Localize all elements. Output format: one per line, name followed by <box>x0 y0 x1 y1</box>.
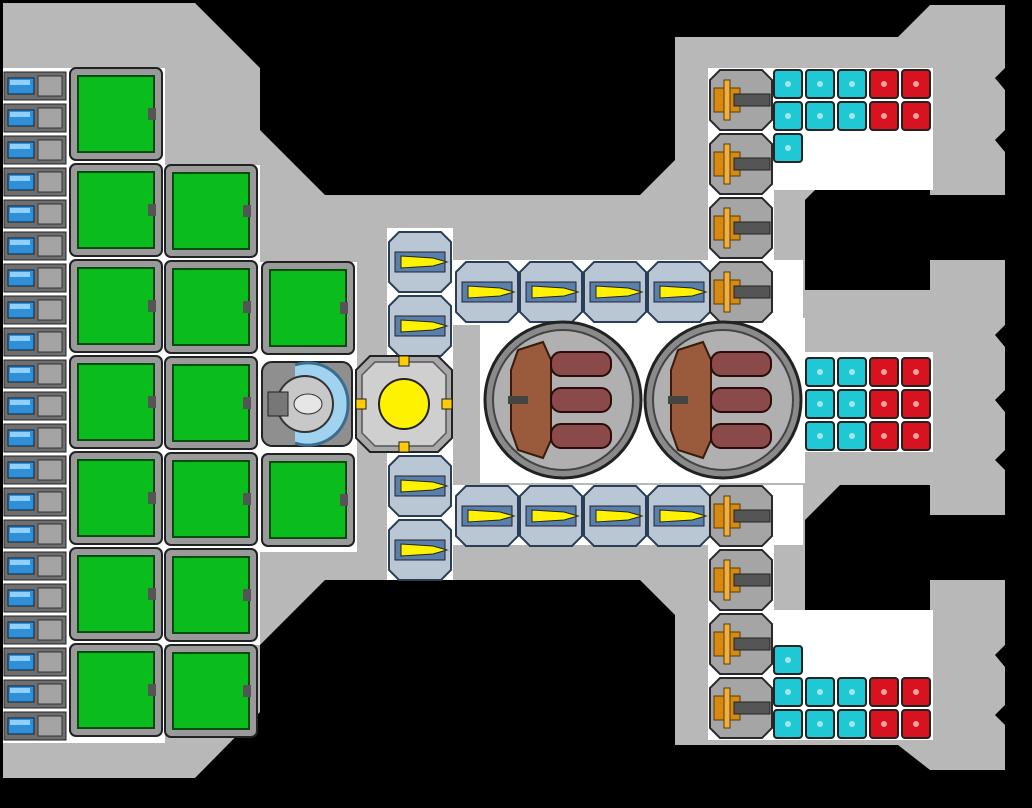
missile-launcher[interactable] <box>583 261 647 323</box>
red-block[interactable] <box>901 69 931 99</box>
red-block[interactable] <box>869 69 899 99</box>
red-block[interactable] <box>869 709 899 739</box>
cyan-block[interactable] <box>773 101 803 131</box>
fuel-tank[interactable] <box>69 163 163 257</box>
cyan-block[interactable] <box>837 101 867 131</box>
left-thruster[interactable] <box>3 615 67 645</box>
fuel-tank[interactable] <box>69 355 163 449</box>
left-thruster[interactable] <box>3 455 67 485</box>
missile-launcher[interactable] <box>388 519 452 581</box>
side-thruster[interactable] <box>709 133 773 195</box>
left-thruster[interactable] <box>3 679 67 709</box>
side-thruster[interactable] <box>709 485 773 547</box>
left-thruster[interactable] <box>3 231 67 261</box>
fuel-tank[interactable] <box>69 451 163 545</box>
left-thruster[interactable] <box>3 71 67 101</box>
left-thruster[interactable] <box>3 487 67 517</box>
fuel-tank[interactable] <box>69 547 163 641</box>
cyan-block[interactable] <box>805 69 835 99</box>
cyan-block[interactable] <box>805 709 835 739</box>
left-thruster[interactable] <box>3 199 67 229</box>
red-block[interactable] <box>869 389 899 419</box>
side-thruster[interactable] <box>709 261 773 323</box>
red-block[interactable] <box>901 709 931 739</box>
cyan-block[interactable] <box>837 357 867 387</box>
cyan-block[interactable] <box>805 357 835 387</box>
left-thruster[interactable] <box>3 647 67 677</box>
red-block[interactable] <box>901 357 931 387</box>
cyan-block[interactable] <box>773 645 803 675</box>
cyan-block[interactable] <box>837 709 867 739</box>
missile-launcher[interactable] <box>647 261 711 323</box>
cyan-block[interactable] <box>773 709 803 739</box>
cyan-block[interactable] <box>773 677 803 707</box>
left-thruster[interactable] <box>3 103 67 133</box>
side-thruster[interactable] <box>709 677 773 739</box>
missile-launcher[interactable] <box>388 455 452 517</box>
fuel-tank[interactable] <box>69 259 163 353</box>
left-thruster[interactable] <box>3 423 67 453</box>
missile-launcher[interactable] <box>519 261 583 323</box>
side-thruster[interactable] <box>709 549 773 611</box>
left-thruster[interactable] <box>3 295 67 325</box>
missile-launcher[interactable] <box>647 485 711 547</box>
left-thruster[interactable] <box>3 583 67 613</box>
fuel-tank[interactable] <box>261 261 355 355</box>
cyan-block[interactable] <box>837 421 867 451</box>
fuel-tank[interactable] <box>69 67 163 161</box>
cyan-block[interactable] <box>805 421 835 451</box>
left-thruster[interactable] <box>3 135 67 165</box>
left-thruster[interactable] <box>3 359 67 389</box>
cyan-block[interactable] <box>773 69 803 99</box>
cyan-block[interactable] <box>805 101 835 131</box>
left-thruster[interactable] <box>3 167 67 197</box>
fuel-tank[interactable] <box>164 260 258 354</box>
red-block[interactable] <box>869 421 899 451</box>
red-block[interactable] <box>901 101 931 131</box>
missile-launcher[interactable] <box>519 485 583 547</box>
fuel-tank[interactable] <box>261 453 355 547</box>
missile-launcher[interactable] <box>455 485 519 547</box>
cyan-block[interactable] <box>805 389 835 419</box>
side-thruster[interactable] <box>709 613 773 675</box>
left-thruster[interactable] <box>3 711 67 741</box>
cyan-block[interactable] <box>837 677 867 707</box>
missile-launcher[interactable] <box>583 485 647 547</box>
missile-launcher[interactable] <box>388 295 452 357</box>
fuel-tank[interactable] <box>164 164 258 258</box>
reactor[interactable] <box>483 320 643 480</box>
reactor[interactable] <box>643 320 803 480</box>
fuel-tank[interactable] <box>164 644 258 738</box>
left-thruster[interactable] <box>3 551 67 581</box>
fuel-tank[interactable] <box>164 548 258 642</box>
left-thruster[interactable] <box>3 519 67 549</box>
red-block[interactable] <box>901 677 931 707</box>
red-block[interactable] <box>901 421 931 451</box>
side-thruster[interactable] <box>709 197 773 259</box>
red-block[interactable] <box>869 101 899 131</box>
red-block[interactable] <box>869 677 899 707</box>
fuel-tank[interactable] <box>164 356 258 450</box>
missile-launcher[interactable] <box>388 231 452 293</box>
fuel-tank[interactable] <box>69 643 163 737</box>
left-thruster[interactable] <box>3 263 67 293</box>
missile-launcher[interactable] <box>455 261 519 323</box>
left-thruster[interactable] <box>3 327 67 357</box>
red-block[interactable] <box>901 389 931 419</box>
fuel-tank[interactable] <box>164 452 258 546</box>
cyan-block[interactable] <box>805 677 835 707</box>
left-thruster[interactable] <box>3 391 67 421</box>
cyan-block[interactable] <box>837 389 867 419</box>
cyan-block[interactable] <box>837 69 867 99</box>
side-thruster[interactable] <box>709 69 773 131</box>
red-block[interactable] <box>869 357 899 387</box>
cyan-block[interactable] <box>773 133 803 163</box>
